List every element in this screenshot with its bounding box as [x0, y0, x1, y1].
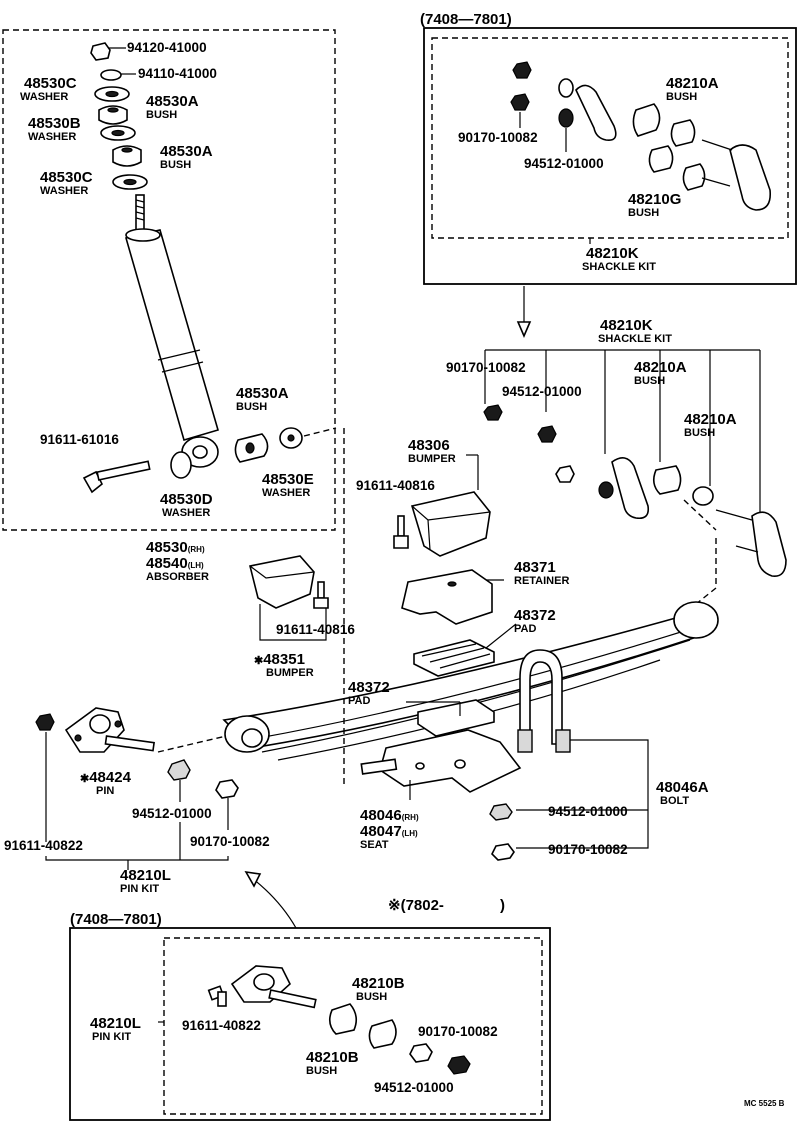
label-pin-old-90170: 90170-10082 — [418, 1024, 498, 1039]
label-pin-old-note: ※(7802-) — [388, 897, 505, 914]
label-48530C-low: 48530C — [40, 169, 93, 186]
label-pin-90170: 90170-10082 — [190, 834, 270, 849]
label-new-48210K: 48210K — [600, 317, 653, 334]
label-pin-94512: 94512-01000 — [132, 806, 212, 821]
pin-kit-old-inner-frame — [163, 937, 543, 1115]
label-48530D: 48530D — [160, 491, 213, 508]
label-48351-name: BUMPER — [266, 667, 314, 679]
label-48306: 48306 — [408, 437, 450, 454]
label-48530E: 48530E — [262, 471, 314, 488]
pin-kit-parts — [35, 707, 297, 929]
shock-absorber-parts — [82, 42, 337, 494]
center-parts — [222, 428, 719, 861]
label-new-48210A-2-name: BUSH — [684, 427, 715, 439]
label-old-48210K-name: SHACKLE KIT — [582, 261, 656, 273]
label-48046-rh: 48046(RH) — [360, 807, 419, 824]
label-old-48210G-name: BUSH — [628, 207, 659, 219]
label-48530C-low-name: WASHER — [40, 185, 88, 197]
label-48372-b-name: PAD — [348, 695, 370, 707]
label-pin-old-91611: 91611-40822 — [182, 1018, 261, 1033]
label-48046A: 48046A — [656, 779, 709, 796]
label-shackle-old-period: (7408—7801) — [420, 11, 512, 28]
label-old-48210K: 48210K — [586, 245, 639, 262]
label-pin-old-48210L-name: PIN KIT — [92, 1031, 131, 1043]
label-old-48210G: 48210G — [628, 191, 681, 208]
pin-kit-old-outer-frame — [69, 927, 551, 1121]
label-new-94512: 94512-01000 — [502, 384, 582, 399]
label-48530A-mid-name: BUSH — [160, 159, 191, 171]
label-48372-a: 48372 — [514, 607, 556, 624]
label-48530A-low-name: BUSH — [236, 401, 267, 413]
label-48047-lh: 48047(LH) — [360, 823, 418, 840]
label-48306-name: BUMPER — [408, 453, 456, 465]
pin-kit-old-parts — [158, 965, 471, 1075]
label-pin-old-48210L: 48210L — [90, 1015, 141, 1032]
shackle-kit-old-outer-frame — [423, 27, 797, 285]
label-new-48210A-1-name: BUSH — [634, 375, 665, 387]
label-48530B-name: WASHER — [28, 131, 76, 143]
label-old-94512: 94512-01000 — [524, 156, 604, 171]
label-pin-old-48210B-1: 48210B — [352, 975, 405, 992]
label-48351: ✱48351 — [254, 651, 305, 668]
label-pin-48210L: 48210L — [120, 867, 171, 884]
label-48424: ✱48424 — [80, 769, 132, 786]
label-48530B: 48530B — [28, 115, 81, 132]
label-seat-name: SEAT — [360, 839, 389, 851]
label-new-90170: 90170-10082 — [446, 360, 526, 375]
label-old-90170: 90170-10082 — [458, 130, 538, 145]
label-48371-name: RETAINER — [514, 575, 569, 587]
label-91611-61016: 91611-61016 — [40, 432, 119, 447]
label-pin-old-period: (7408—7801) — [70, 911, 162, 928]
label-48372-a-name: PAD — [514, 623, 536, 635]
shackle-kit-old-leaders — [516, 112, 591, 339]
label-pin-48210L-name: PIN KIT — [120, 883, 159, 895]
label-pin-old-48210B-2-name: BUSH — [306, 1065, 337, 1077]
label-48046A-name: BOLT — [660, 795, 689, 807]
label-48530-rh: 48530(RH) — [146, 539, 205, 556]
label-48540-lh: 48540(LH) — [146, 555, 204, 572]
label-48530C-top: 48530C — [24, 75, 77, 92]
label-pin-old-48210B-2: 48210B — [306, 1049, 359, 1066]
label-48424-name: PIN — [96, 785, 114, 797]
label-48530A-top-name: BUSH — [146, 109, 177, 121]
label-pin-old-94512: 94512-01000 — [374, 1080, 454, 1095]
label-94110-41000: 94110-41000 — [138, 66, 217, 81]
label-48530A-top: 48530A — [146, 93, 199, 110]
label-center-94512: 94512-01000 — [548, 804, 628, 819]
label-91611-40816-b: 91611-40816 — [276, 622, 355, 637]
label-pin-old-48210B-1-name: BUSH — [356, 991, 387, 1003]
shackle-kit-old-inner-frame — [431, 37, 789, 239]
label-48530C-top-name: WASHER — [20, 91, 68, 103]
label-pin-91611: 91611-40822 — [4, 838, 83, 853]
label-old-48210A: 48210A — [666, 75, 719, 92]
label-new-48210A-2: 48210A — [684, 411, 737, 428]
label-48530E-name: WASHER — [262, 487, 310, 499]
shackle-kit-old-parts — [510, 61, 772, 211]
label-94120-41000: 94120-41000 — [127, 40, 207, 55]
shackle-kit-new-parts — [483, 349, 787, 605]
label-91611-40816-a: 91611-40816 — [356, 478, 435, 493]
label-48372-b: 48372 — [348, 679, 390, 696]
label-new-48210K-name: SHACKLE KIT — [598, 333, 672, 345]
label-absorber-name: ABSORBER — [146, 571, 209, 583]
footer-code: MC 5525 B — [744, 1099, 785, 1108]
label-48530D-name: WASHER — [162, 507, 210, 519]
label-48530A-mid: 48530A — [160, 143, 213, 160]
label-center-90170: 90170-10082 — [548, 842, 628, 857]
shock-absorber-frame — [2, 29, 336, 531]
label-48371: 48371 — [514, 559, 556, 576]
label-old-48210A-name: BUSH — [666, 91, 697, 103]
label-new-48210A-1: 48210A — [634, 359, 687, 376]
label-48530A-low: 48530A — [236, 385, 289, 402]
